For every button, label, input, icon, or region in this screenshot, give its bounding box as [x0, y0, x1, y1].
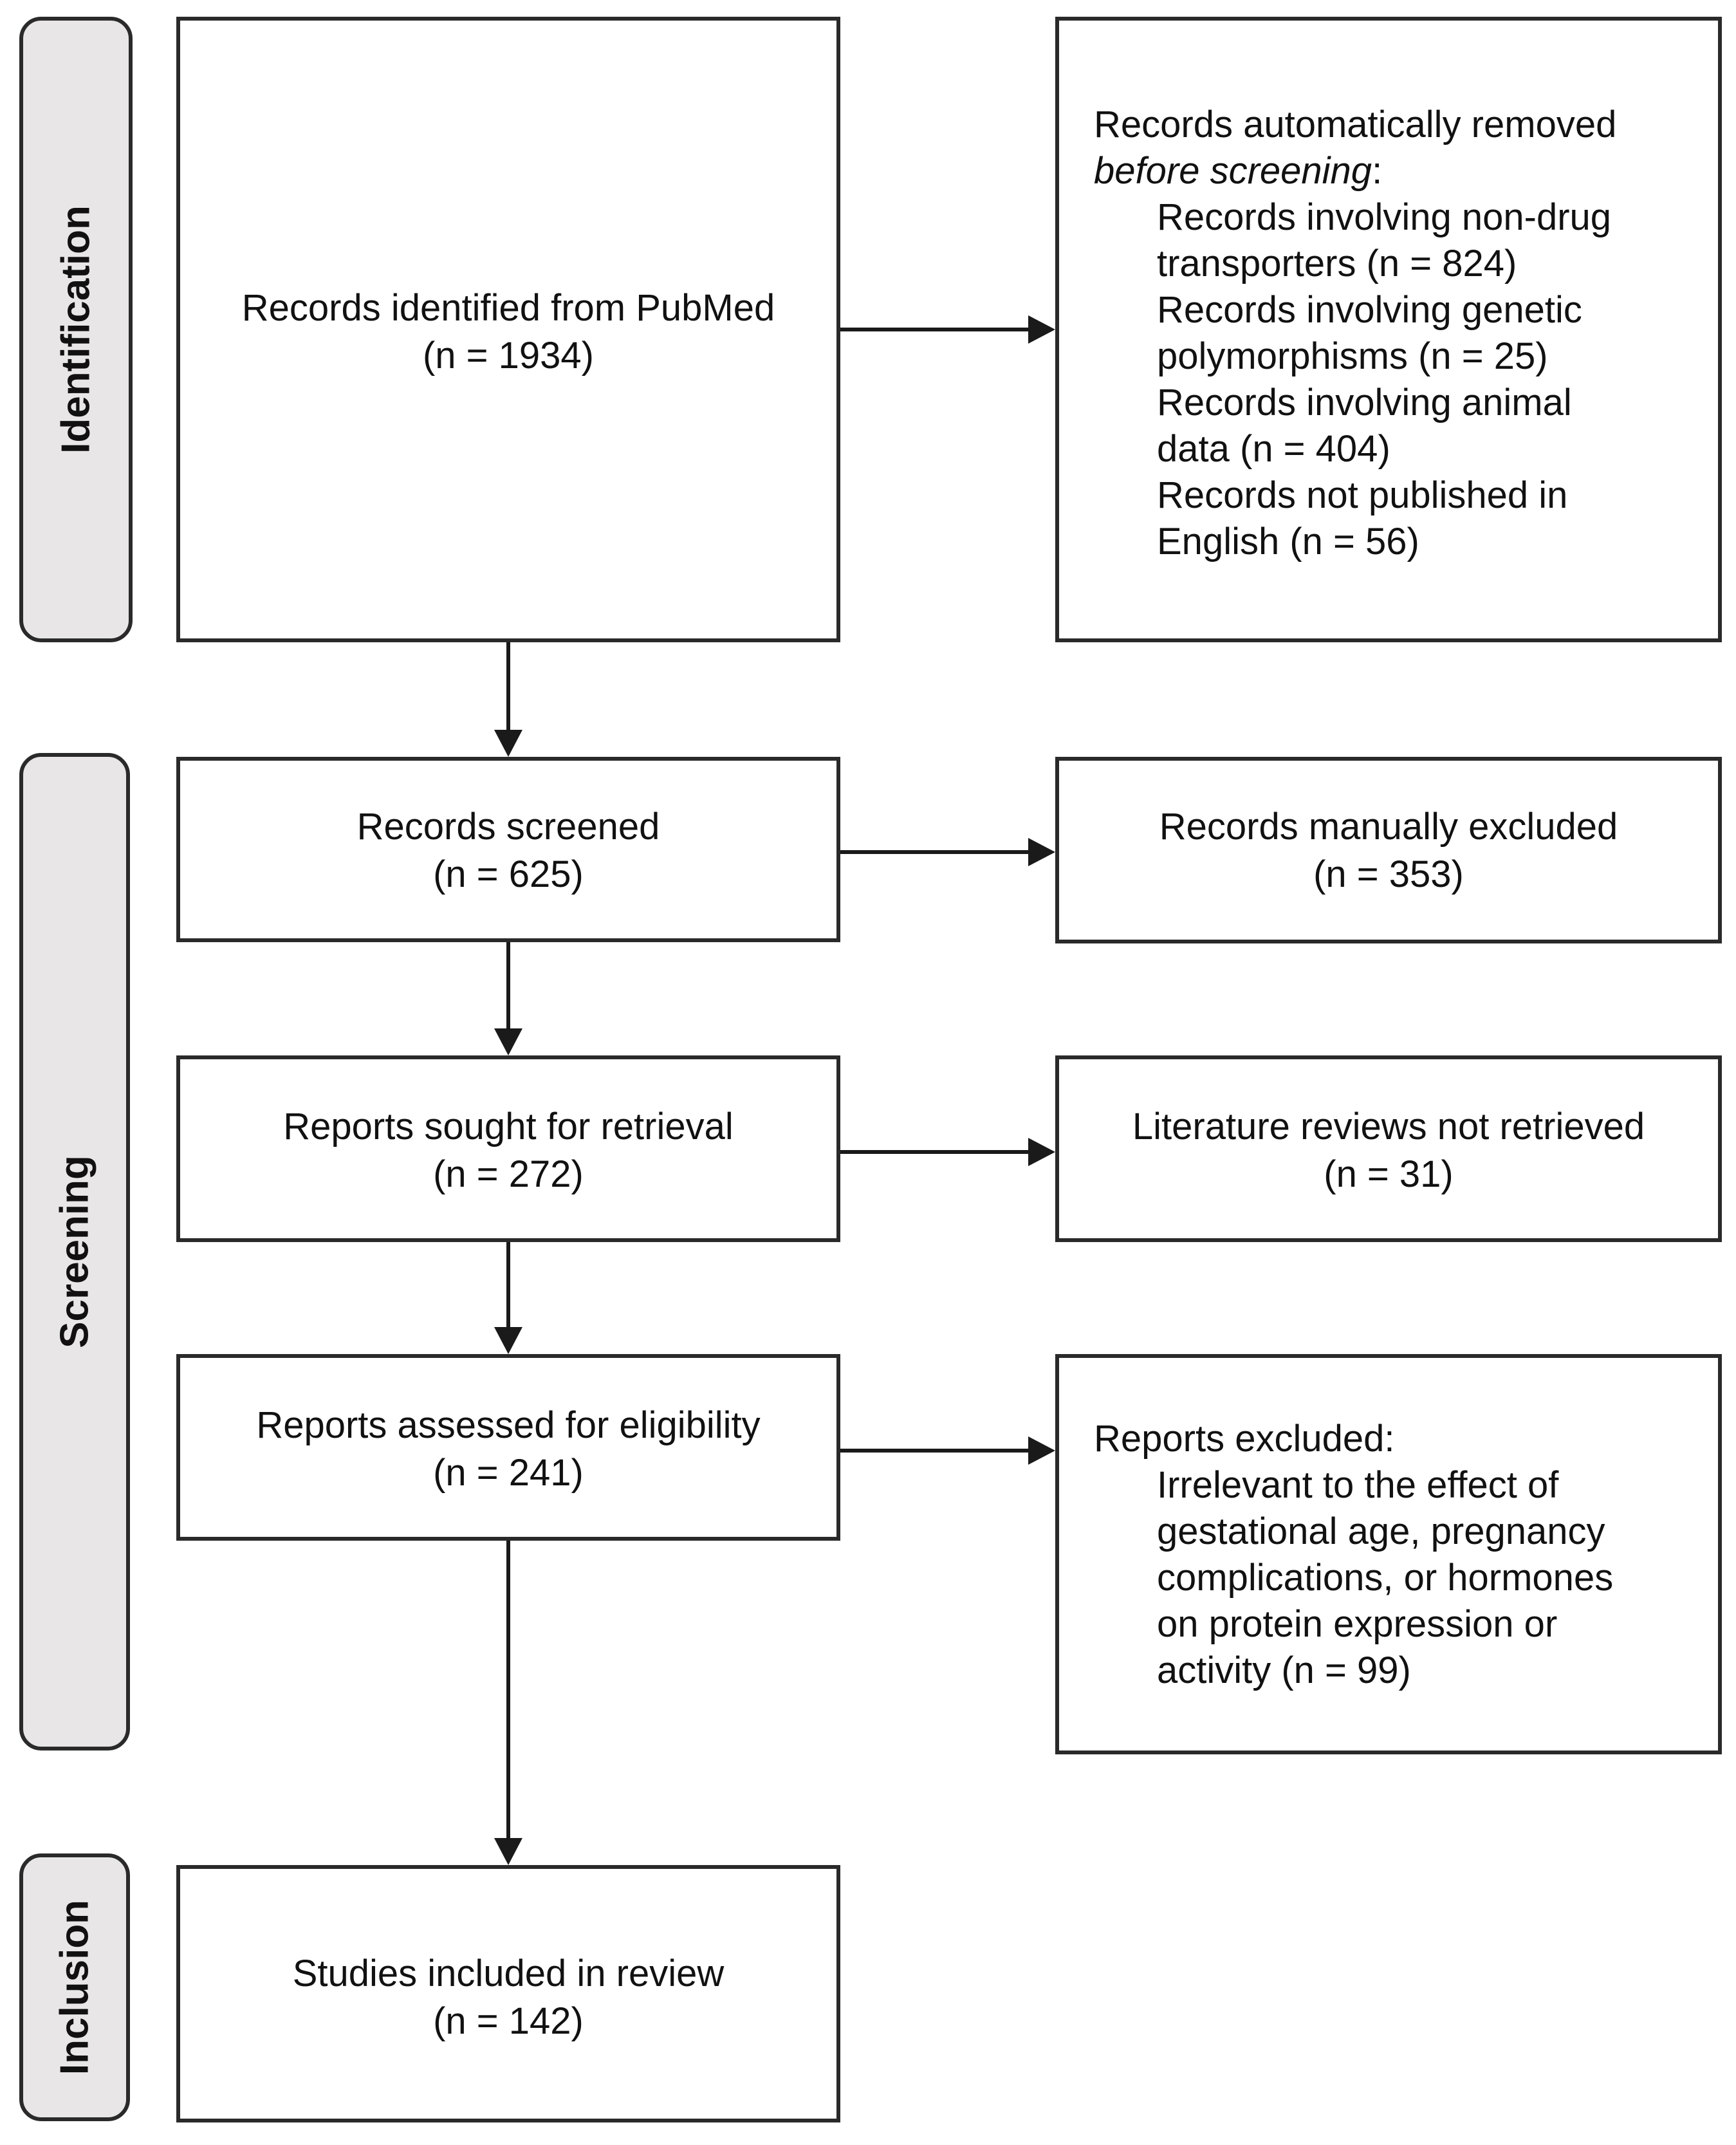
reports-excluded-item: gestational age, pregnancy — [1157, 1510, 1605, 1552]
phase-inclusion: Inclusion — [19, 1853, 130, 2121]
auto-removed-item: polymorphisms (n = 25) — [1157, 335, 1548, 377]
reports-excluded-item: Irrelevant to the effect of — [1157, 1464, 1559, 1506]
auto-removed-item: Records not published in — [1157, 474, 1568, 516]
arrowhead-right — [1028, 315, 1055, 344]
auto-removed-heading: Records automatically removed — [1094, 104, 1617, 145]
manually-excluded-text: Records manually excluded — [1159, 806, 1618, 848]
arrowhead-right — [1028, 838, 1055, 866]
reviews-not-retrieved-box: Literature reviews not retrieved (n = 31… — [1055, 1055, 1722, 1242]
reports-assessed-box: Reports assessed for eligibility (n = 24… — [176, 1354, 840, 1541]
records-screened-box: Records screened (n = 625) — [176, 757, 840, 942]
reports-sought-count: (n = 272) — [433, 1153, 584, 1195]
records-identified-text: Records identified from PubMed — [241, 287, 775, 329]
auto-removed-item: Records involving non-drug — [1157, 196, 1612, 238]
not-retrieved-count: (n = 31) — [1324, 1153, 1454, 1195]
arrowhead-right — [1028, 1436, 1055, 1465]
records-screened-text: Records screened — [356, 806, 660, 848]
arrowhead-right — [1028, 1138, 1055, 1166]
records-identified-box: Records identified from PubMed (n = 1934… — [176, 17, 840, 642]
arrowhead-down — [494, 1028, 522, 1055]
not-retrieved-text: Literature reviews not retrieved — [1132, 1106, 1645, 1147]
records-identified-count: (n = 1934) — [422, 335, 594, 376]
studies-included-box: Studies included in review (n = 142) — [176, 1865, 840, 2122]
auto-removed-item: Records involving animal — [1157, 382, 1572, 423]
auto-removed-heading-line2: before screening: — [1094, 150, 1383, 192]
records-screened-count: (n = 625) — [433, 853, 584, 895]
studies-included-text: Studies included in review — [292, 1953, 725, 1994]
phase-screening: Screening — [19, 753, 130, 1750]
reports-excluded-item: on protein expression or — [1157, 1603, 1558, 1645]
arrowhead-down — [494, 1327, 522, 1354]
records-auto-removed-box: Records automatically removed before scr… — [1055, 17, 1722, 642]
auto-removed-item: data (n = 404) — [1157, 428, 1390, 470]
phase-identification: Identification — [19, 17, 133, 642]
reports-assessed-count: (n = 241) — [433, 1452, 584, 1494]
auto-removed-item: Records involving genetic — [1157, 289, 1582, 331]
reports-excluded-item: complications, or hormones — [1157, 1557, 1614, 1599]
studies-included-count: (n = 142) — [433, 2000, 584, 2042]
manually-excluded-count: (n = 353) — [1313, 853, 1464, 895]
arrowhead-down — [494, 730, 522, 757]
auto-removed-item: English (n = 56) — [1157, 521, 1419, 562]
reports-excluded-box: Reports excluded: Irrelevant to the effe… — [1055, 1354, 1722, 1754]
reports-sought-text: Reports sought for retrieval — [283, 1106, 734, 1147]
reports-sought-box: Reports sought for retrieval (n = 272) — [176, 1055, 840, 1242]
reports-assessed-text: Reports assessed for eligibility — [256, 1404, 761, 1446]
arrowhead-down — [494, 1838, 522, 1865]
records-manually-excluded-box: Records manually excluded (n = 353) — [1055, 757, 1722, 943]
reports-excluded-heading: Reports excluded: — [1094, 1418, 1395, 1460]
reports-excluded-item: activity (n = 99) — [1157, 1649, 1411, 1691]
auto-removed-item: transporters (n = 824) — [1157, 243, 1517, 284]
